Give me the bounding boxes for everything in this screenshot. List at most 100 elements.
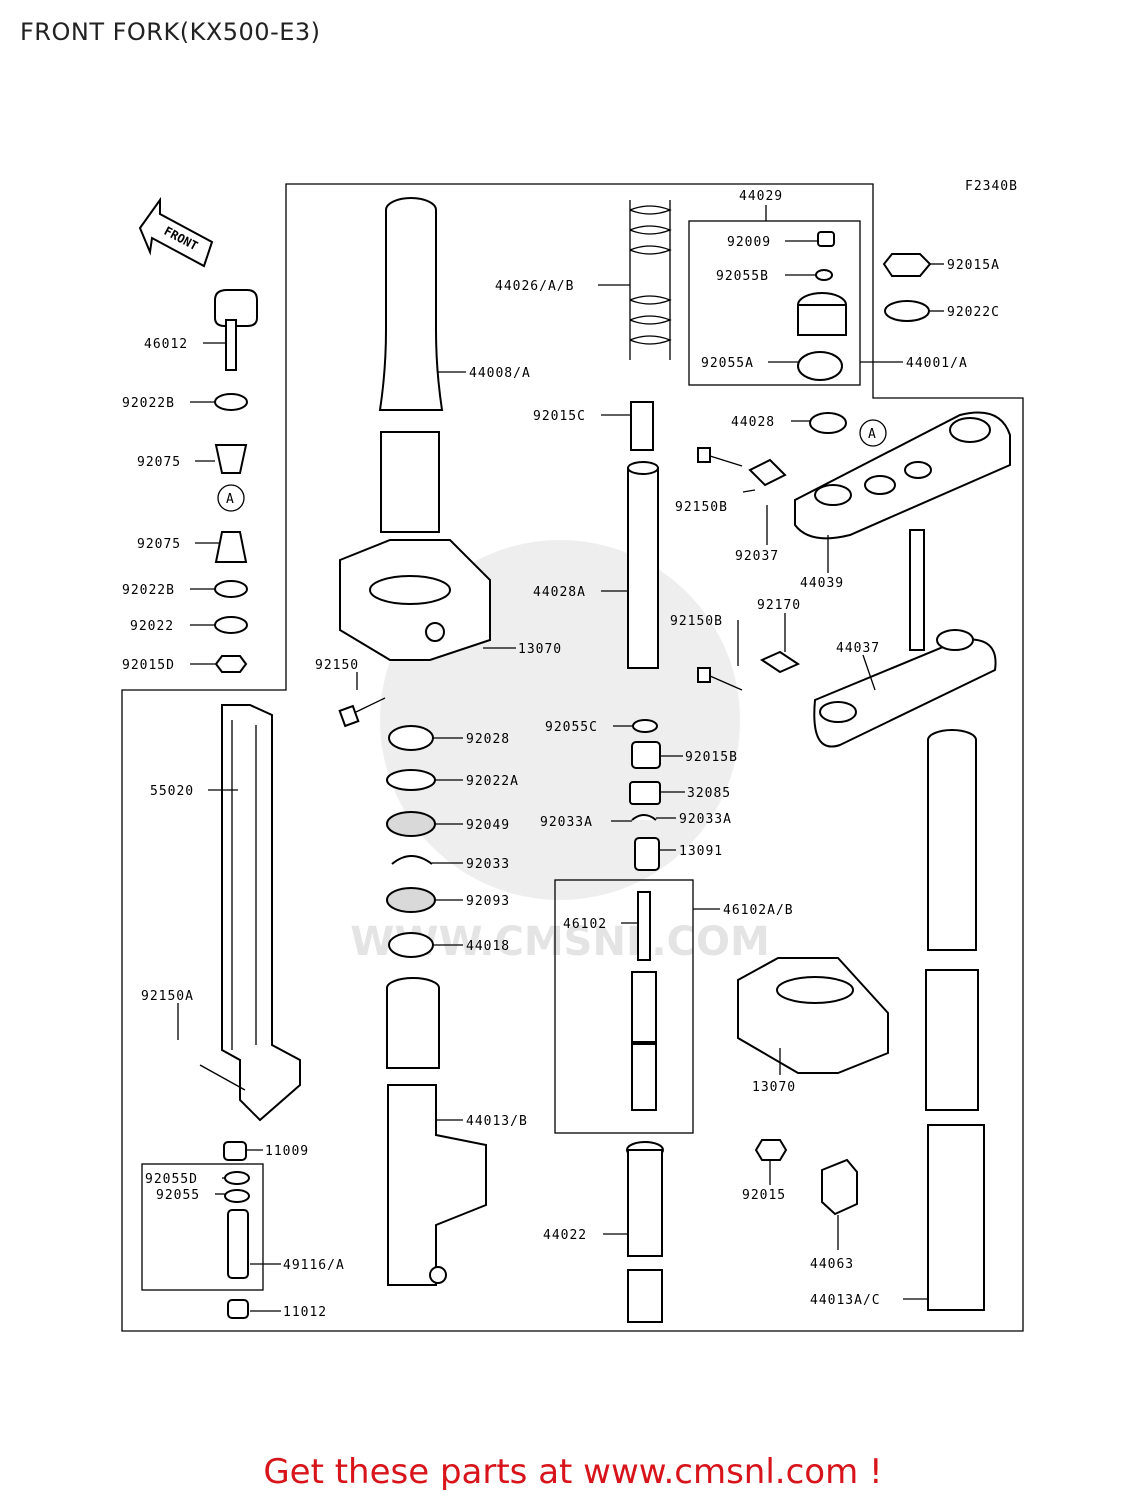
label-92055d: 92055D — [145, 1172, 198, 1187]
cylinder-44028a-icon — [627, 461, 659, 669]
screw-92009-icon — [817, 231, 835, 247]
washer-92022c-icon — [884, 300, 930, 322]
box-49116 — [141, 1163, 264, 1291]
label-44029: 44029 — [739, 189, 783, 204]
label-44039: 44039 — [800, 576, 844, 591]
inner-tube-44008-icon — [378, 197, 444, 533]
part-labels: 46012 92022B 92075 92075 92022B 92022 92… — [122, 189, 1000, 1320]
collar-32085-icon — [629, 781, 661, 805]
callout-a-left-label: A — [226, 492, 235, 507]
label-92022b-2: 92022B — [122, 583, 175, 598]
damper-44022-icon — [626, 1141, 664, 1323]
label-44028a: 44028A — [533, 585, 586, 600]
label-92170: 92170 — [757, 598, 801, 613]
bottom-clamp-13070-icon — [339, 539, 491, 661]
spring-44026-icon — [629, 200, 672, 360]
label-55020: 55020 — [150, 784, 194, 799]
page-title: FRONT FORK(KX500-E3) — [20, 18, 321, 46]
label-92075-2: 92075 — [137, 537, 181, 552]
label-92022: 92022 — [130, 619, 174, 634]
label-13091: 13091 — [679, 844, 723, 859]
label-92093: 92093 — [466, 894, 510, 909]
label-92015b: 92015B — [685, 750, 738, 765]
label-92055c: 92055C — [545, 720, 598, 735]
cap-44028-icon — [809, 412, 847, 434]
cap-11012-icon — [227, 1299, 249, 1319]
label-44008a: 44008/A — [469, 366, 531, 381]
label-46012: 46012 — [144, 337, 188, 352]
label-11009: 11009 — [265, 1144, 309, 1159]
bushing-44018-icon — [388, 932, 434, 958]
bushing-92028-icon — [388, 725, 434, 751]
label-32085: 32085 — [687, 786, 731, 801]
label-92033a-1: 92033A — [540, 815, 593, 830]
clip-92033a-icon — [631, 814, 657, 821]
oring-92055c-icon — [632, 719, 658, 733]
upper-clamp-44039-icon — [794, 411, 1011, 540]
plug-13091-icon — [634, 837, 660, 871]
valve-49116-icon — [227, 1209, 249, 1279]
label-92055a: 92055A — [701, 356, 754, 371]
washer-92022a-icon — [386, 769, 436, 791]
label-92150b-2: 92150B — [670, 614, 723, 629]
label-92055b: 92055B — [716, 269, 769, 284]
holder-44063-icon — [821, 1158, 858, 1216]
nut-92015b-icon — [631, 741, 661, 769]
box-46102 — [554, 879, 694, 1134]
callout-a-left — [217, 484, 245, 512]
label-11012: 11012 — [283, 1305, 327, 1320]
bolt-92150-icon — [338, 697, 386, 728]
nut-92015d-icon — [214, 655, 248, 673]
callout-a-right-label: A — [868, 427, 877, 442]
washer-92022-icon — [214, 616, 248, 634]
oring-92055b-icon — [815, 269, 833, 281]
label-44001a: 44001/A — [906, 356, 968, 371]
label-44022: 44022 — [543, 1228, 587, 1243]
label-44026ab: 44026/A/B — [495, 279, 574, 294]
cap-44001-icon — [797, 292, 847, 336]
washer-92022b-lower-icon — [214, 580, 248, 598]
label-44028: 44028 — [731, 415, 775, 430]
dust-seal-92093-icon — [386, 887, 436, 913]
label-44018: 44018 — [466, 939, 510, 954]
label-44013ac: 44013A/C — [810, 1293, 881, 1308]
label-92022c: 92022C — [947, 305, 1000, 320]
rubber-92075-top-icon — [214, 444, 248, 474]
label-92150a: 92150A — [141, 989, 194, 1004]
label-92037: 92037 — [735, 549, 779, 564]
seal-92049-icon — [386, 811, 436, 837]
bolt-92150b-upper-icon — [697, 447, 743, 467]
rubber-92075-bottom-icon — [214, 531, 248, 563]
diagram-code: F2340B — [965, 179, 1018, 194]
washer-92022b-icon — [214, 393, 248, 411]
label-92033a-2: 92033A — [679, 812, 732, 827]
label-49116a: 49116/A — [283, 1258, 345, 1273]
label-92015: 92015 — [742, 1188, 786, 1203]
label-44013b: 44013/B — [466, 1114, 528, 1129]
label-44063: 44063 — [810, 1257, 854, 1272]
label-44037: 44037 — [836, 641, 880, 656]
label-92075-1: 92075 — [137, 455, 181, 470]
callout-a-right — [859, 419, 887, 447]
label-92055: 92055 — [156, 1188, 200, 1203]
oring-92055a-icon — [797, 351, 843, 381]
fork-guard-55020-icon — [221, 704, 301, 1122]
seal-11009-icon — [223, 1141, 247, 1161]
label-46102ab: 46102A/B — [723, 903, 794, 918]
diagram-frame — [121, 183, 1024, 1332]
outer-tube-44013ac-icon — [925, 729, 985, 1311]
label-92015a: 92015A — [947, 258, 1000, 273]
leader-lines — [177, 205, 944, 1312]
outer-tube-44013-icon — [386, 977, 487, 1286]
stem-44037-icon — [813, 529, 997, 748]
nut-92015a-icon — [882, 253, 932, 277]
bolt-92150b-lower-icon — [697, 667, 743, 691]
label-92033: 92033 — [466, 857, 510, 872]
bottom-clamp-13070-right-icon — [737, 957, 889, 1074]
label-92022a: 92022A — [466, 774, 519, 789]
nut-92015-icon — [754, 1139, 788, 1161]
footer-cta-link[interactable]: Get these parts at www.cmsnl.com ! — [263, 1452, 883, 1492]
front-arrow-icon: FRONT — [138, 196, 214, 268]
clip-92033-icon — [391, 855, 433, 865]
